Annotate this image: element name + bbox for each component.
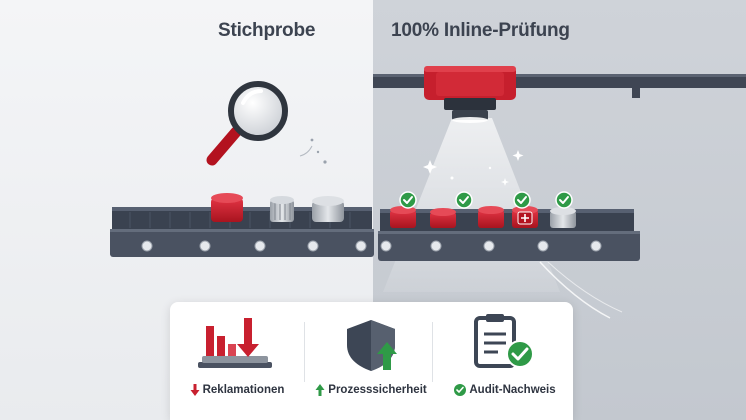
benefit-complaints: Reklamationen <box>170 302 304 420</box>
benefit-label-process-reliability: Prozesssicherheit <box>328 384 427 396</box>
cap-red-checked-1 <box>390 206 416 228</box>
check-circle-icon <box>454 384 467 396</box>
benefit-label-audit-evidence: Audit-Nachweis <box>469 384 556 396</box>
arrow-down-icon <box>190 384 200 396</box>
divider <box>432 322 433 382</box>
clipboard-check-icon <box>474 314 534 368</box>
check-badge-icon <box>455 191 473 209</box>
inline-camera-icon <box>424 66 516 123</box>
reject-plus-badge-icon <box>517 211 533 225</box>
conveyor-right <box>378 209 640 261</box>
cap-red-checked-2 <box>430 208 456 228</box>
ejection-path <box>547 261 623 313</box>
cap-grey-plain <box>312 196 344 222</box>
divider <box>304 322 305 382</box>
check-badge-icon <box>513 191 531 209</box>
arrow-up-icon <box>315 384 325 396</box>
complaints-chart-icon <box>198 318 272 368</box>
sparkle-dust-icon <box>299 138 327 164</box>
shield-up-icon <box>347 320 397 371</box>
benefits-card: Reklamationen Prozesssicherheit <box>170 302 573 420</box>
check-badge-icon <box>555 191 573 209</box>
cap-red-checked-3 <box>478 206 504 228</box>
cap-grey-checked <box>550 207 576 228</box>
ejection-path <box>539 261 611 319</box>
heading-inline-inspection: 100% Inline-Prüfung <box>391 20 570 41</box>
heading-spot-check: Stichprobe <box>218 20 316 41</box>
benefit-label-complaints: Reklamationen <box>202 384 285 396</box>
benefit-process-reliability: Prozesssicherheit <box>304 302 438 420</box>
sparkle-icon <box>423 150 524 186</box>
check-badge-icon <box>399 191 417 209</box>
magnifier-icon <box>206 81 288 166</box>
benefit-audit-evidence: Audit-Nachweis <box>438 302 572 420</box>
cap-red-sample <box>211 193 243 222</box>
cap-grey-ribbed <box>270 196 294 222</box>
